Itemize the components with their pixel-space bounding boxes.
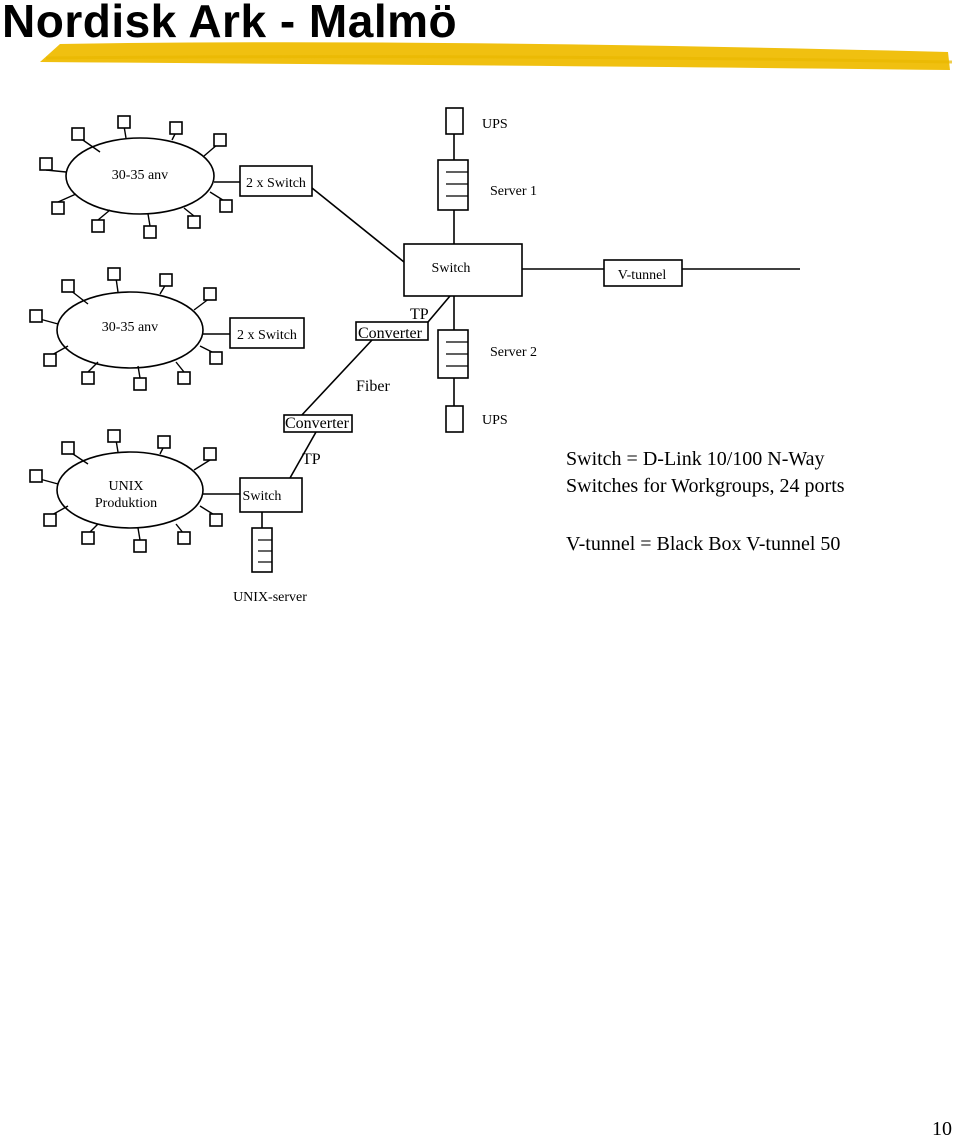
- workgroup-3: [29, 429, 240, 553]
- link-switchpair1-core: [311, 187, 405, 263]
- switch-pair-2-box: [229, 317, 305, 349]
- ups-top-label: UPS: [482, 117, 508, 132]
- converter-top-box: [355, 321, 429, 341]
- switch-pair-1-box: [239, 165, 313, 197]
- switch-pair-2-label: 2 x Switch: [237, 328, 297, 343]
- page-number: 10: [932, 1118, 952, 1140]
- unix-switch-box: [239, 477, 303, 513]
- workgroup-2: [29, 267, 230, 391]
- ups-bottom-label: UPS: [482, 413, 508, 428]
- unix-switch-label: Switch: [243, 489, 282, 504]
- converter-bottom-box: [283, 414, 353, 433]
- converter-bottom-label: Converter: [285, 415, 350, 432]
- group-3-label-line1: UNIX: [109, 479, 144, 494]
- title-highlight: [40, 42, 953, 70]
- link-converter-unixswitch: [289, 431, 317, 479]
- core-switch-box: [403, 243, 523, 297]
- server-2-label: Server 2: [490, 345, 537, 360]
- ups-top-box: [445, 107, 464, 135]
- unix-server-icon: [251, 527, 273, 573]
- group-3-label-line2: Produktion: [95, 496, 157, 511]
- converter-top-label: Converter: [358, 325, 423, 342]
- link-converter-core: [427, 295, 451, 323]
- group-1-label: 30-35 anv: [112, 168, 168, 183]
- server-1-label: Server 1: [490, 184, 537, 199]
- vtunnel-label: V-tunnel: [618, 268, 667, 283]
- server-1-icon: [437, 159, 469, 211]
- link-tp-bottom-label: TP: [302, 451, 321, 468]
- server-2-icon: [437, 329, 469, 379]
- legend-line-3: V-tunnel = Black Box V-tunnel 50: [566, 533, 840, 555]
- link-fiber-label: Fiber: [356, 378, 390, 395]
- workgroup-1: [39, 115, 240, 239]
- link-fiber: [299, 339, 373, 418]
- core-switch-label: Switch: [432, 261, 471, 276]
- ups-bottom-box: [445, 405, 464, 433]
- legend-line-1: Switch = D-Link 10/100 N-Way: [566, 448, 825, 470]
- switch-pair-1-label: 2 x Switch: [246, 176, 306, 191]
- vtunnel-box: [603, 259, 683, 287]
- group-2-label: 30-35 anv: [102, 320, 158, 335]
- legend-line-2: Switches for Workgroups, 24 ports: [566, 475, 845, 497]
- page-title: Nordisk Ark - Malmö: [2, 0, 458, 47]
- link-tp-top-label: TP: [410, 306, 429, 323]
- unix-server-label: UNIX-server: [233, 590, 307, 605]
